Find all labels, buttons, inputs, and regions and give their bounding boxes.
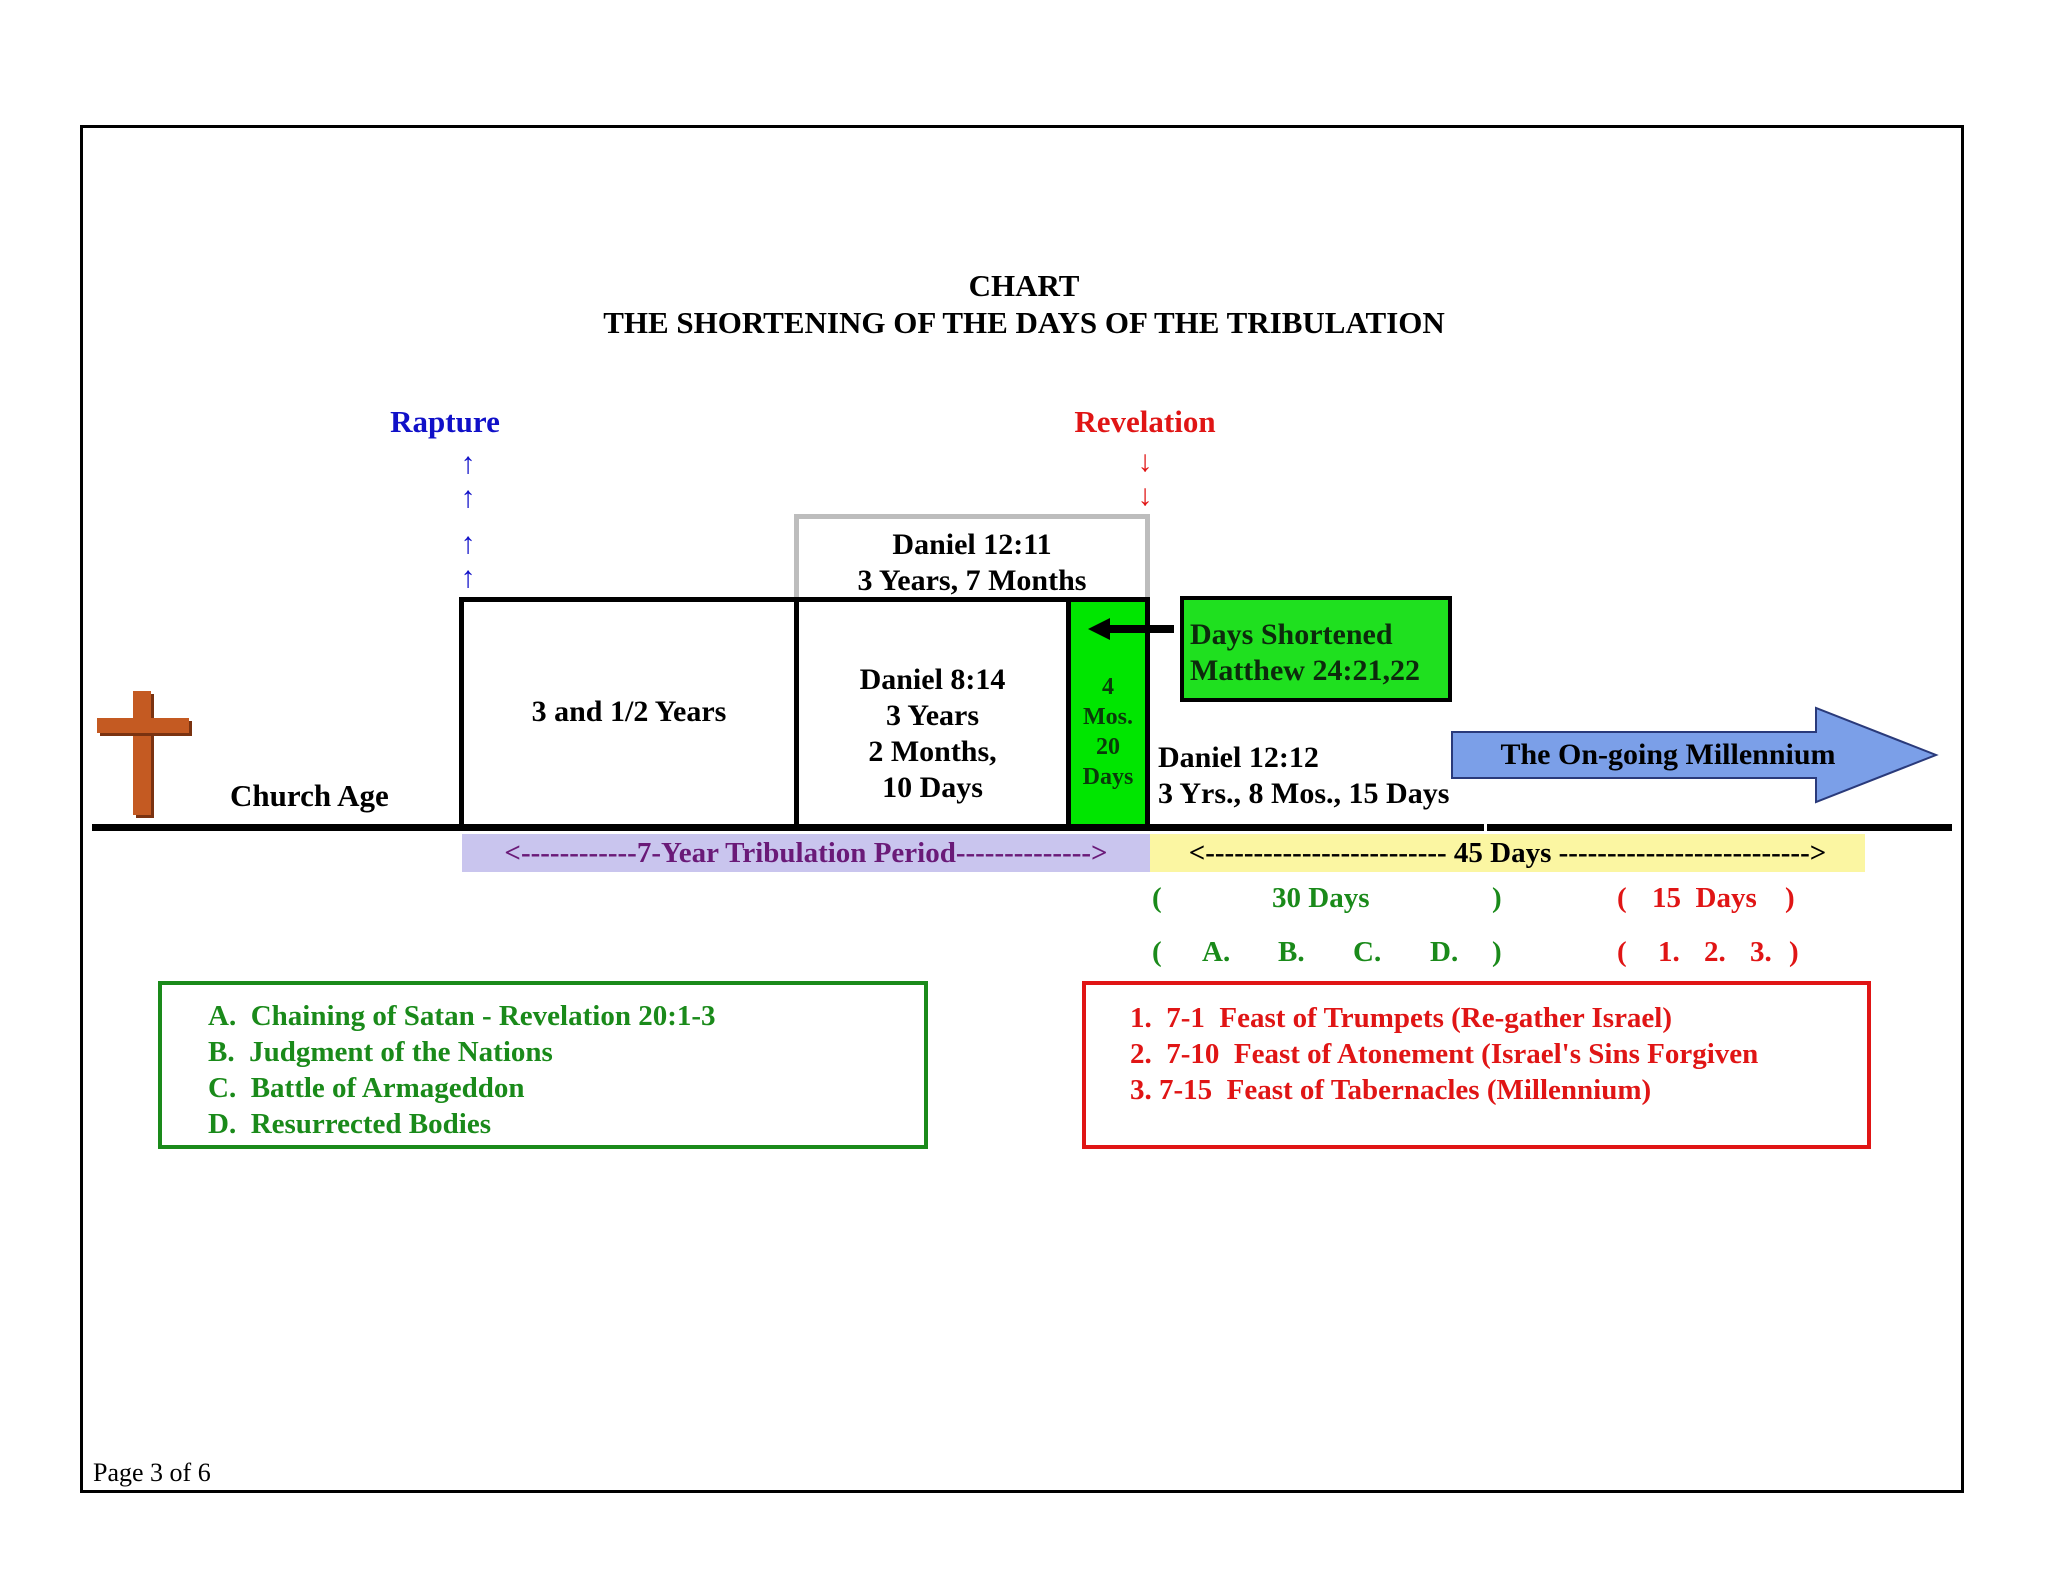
daniel-12-11-box: Daniel 12:11 3 Years, 7 Months [794, 514, 1150, 604]
daniel-8-14-box: Daniel 8:14 3 Years 2 Months, 10 Days [794, 597, 1071, 829]
paren-close: ) [1492, 936, 1502, 968]
paren-open: ( [1617, 936, 1627, 968]
page-frame [80, 125, 1964, 1493]
legend-item: A. Chaining of Satan - Revelation 20:1-3 [208, 1000, 716, 1032]
paren-close: ) [1785, 882, 1795, 914]
daniel-12-12-span: 3 Yrs., 8 Mos., 15 Days [1158, 777, 1450, 810]
shortened-days-block: 4 Mos. 20 Days [1066, 597, 1150, 829]
shortened-block-text: 20 [1096, 734, 1120, 760]
millennium-label: The On-going Millennium [1500, 738, 1836, 771]
page-number: Page 3 of 6 [93, 1458, 211, 1487]
revelation-label: Revelation [1074, 404, 1216, 439]
letter-d: D. [1430, 936, 1459, 968]
legend-item: D. Resurrected Bodies [208, 1108, 491, 1140]
daniel-12-11-ref: Daniel 12:11 [892, 528, 1052, 561]
forty-five-days-band: <------------------------- 45 Days -----… [1150, 834, 1865, 872]
shortened-block-text: 4 [1102, 674, 1114, 700]
daniel-12-11-span: 3 Years, 7 Months [857, 564, 1087, 597]
daniel-8-14-ref: Daniel 8:14 [859, 663, 1006, 696]
events-legend-green: A. Chaining of Satan - Revelation 20:1-3… [158, 981, 928, 1149]
thirty-days-label: 30 Days [1272, 882, 1370, 914]
rapture-up-arrow-icon: ↑ [460, 527, 476, 560]
paren-open: ( [1152, 882, 1162, 914]
number-2: 2. [1704, 936, 1726, 968]
paren-open: ( [1617, 882, 1627, 914]
chart-title: CHART [968, 268, 1080, 303]
rapture-up-arrow-icon: ↑ [460, 447, 476, 480]
legend-item: C. Battle of Armageddon [208, 1072, 525, 1104]
timeline-tick [1484, 822, 1487, 833]
legend-item: B. Judgment of the Nations [208, 1036, 553, 1068]
revelation-down-arrow-icon: ↓ [1137, 445, 1153, 478]
days-shortened-title: Days Shortened [1190, 618, 1393, 651]
daniel-8-14-line: 2 Months, [868, 735, 997, 768]
legend-item: 2. 7-10 Feast of Atonement (Israel's Sin… [1130, 1038, 1759, 1070]
number-3: 3. [1750, 936, 1772, 968]
feasts-legend-red: 1. 7-1 Feast of Trumpets (Re-gather Isra… [1082, 981, 1871, 1149]
chart-subtitle: THE SHORTENING OF THE DAYS OF THE TRIBUL… [603, 305, 1445, 340]
rapture-up-arrow-icon: ↑ [460, 481, 476, 514]
letter-c: C. [1353, 936, 1382, 968]
church-age-label: Church Age [230, 778, 389, 813]
number-1: 1. [1658, 936, 1680, 968]
cross-icon [97, 691, 192, 818]
letter-a: A. [1202, 936, 1231, 968]
left-arrow-icon [1088, 618, 1174, 640]
timeline-axis [92, 824, 1952, 831]
days-shortened-box: Days Shortened Matthew 24:21,22 [1180, 596, 1452, 702]
legend-item: 1. 7-1 Feast of Trumpets (Re-gather Isra… [1130, 1002, 1673, 1034]
paren-close: ) [1789, 936, 1799, 968]
daniel-8-14-line: 10 Days [882, 771, 983, 804]
first-half-box: 3 and 1/2 Years [459, 597, 799, 829]
daniel-12-12-ref: Daniel 12:12 [1158, 741, 1319, 774]
fifteen-days-label: 15 Days [1652, 882, 1757, 914]
millennium-arrow-icon [1451, 706, 1939, 804]
shortened-block-text: Days [1082, 764, 1134, 790]
paren-close: ) [1492, 882, 1502, 914]
legend-item: 3. 7-15 Feast of Tabernacles (Millennium… [1130, 1074, 1652, 1106]
days-shortened-reference: Matthew 24:21,22 [1190, 654, 1420, 687]
rapture-up-arrow-icon: ↑ [460, 561, 476, 594]
letter-b: B. [1278, 936, 1305, 968]
revelation-down-arrow-icon: ↓ [1137, 479, 1153, 512]
paren-open: ( [1152, 936, 1162, 968]
first-half-label: 3 and 1/2 Years [531, 695, 727, 728]
daniel-8-14-line: 3 Years [885, 699, 980, 732]
rapture-label: Rapture [390, 404, 500, 439]
shortened-block-text: Mos. [1083, 704, 1133, 730]
tribulation-period-band: <------------7-Year Tribulation Period--… [462, 834, 1150, 872]
